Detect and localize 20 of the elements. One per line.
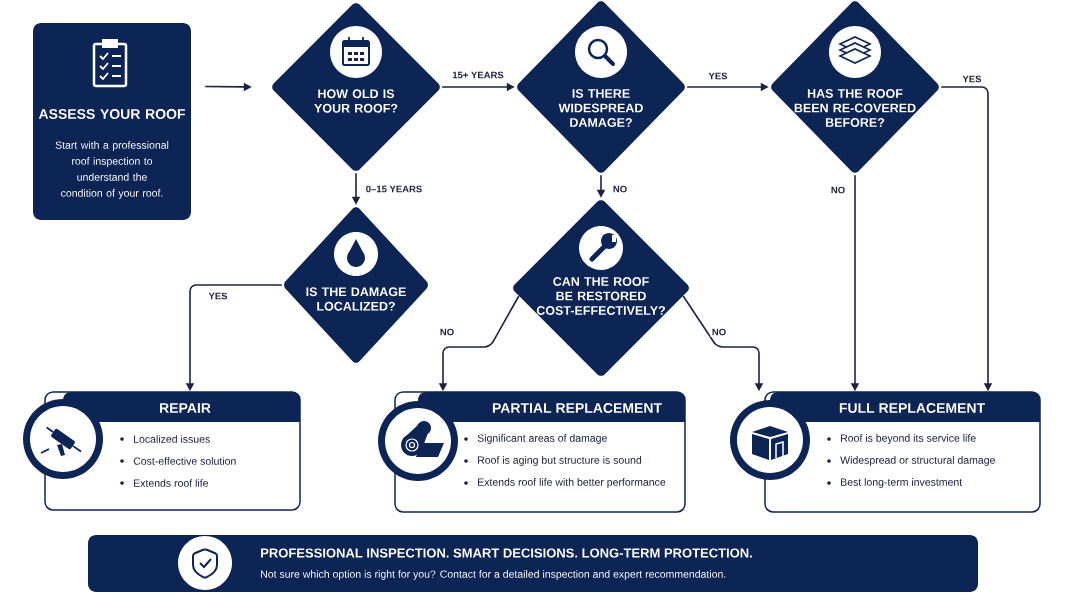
edge-label: 15+ YEARS <box>450 70 506 80</box>
bullet-item: Widespread or structural damage <box>827 456 995 466</box>
edge-label: NO <box>611 184 629 194</box>
bullet-item: Significant areas of damage <box>464 434 607 444</box>
bullet-item: Extends roof life with better performance <box>464 478 666 488</box>
bullet-item: Best long-term investment <box>827 478 963 488</box>
edge-label: NO <box>829 185 847 195</box>
bullet-item: Localized issues <box>120 435 210 443</box>
edge-label: YES <box>207 291 229 301</box>
bullet-item: Cost-effective solution <box>120 457 236 465</box>
start-box: ASSESS YOUR ROOF Start with a professional roof inspection to understand the condition of your roof. <box>33 23 191 220</box>
bullet-item: Roof is beyond its service life <box>827 434 976 444</box>
banner: PROFESSIONAL INSPECTION. SMART DECISIONS. LONG-TERM PROTECTION. Not sure which option is right for you? Contact for a detailed inspection and expert recommendation. <box>88 535 978 592</box>
edge-label: YES <box>961 74 983 84</box>
edge-label: 0–15 YEARS <box>364 184 424 194</box>
edge-label: NO <box>438 327 456 337</box>
edge-label: NO <box>710 327 728 337</box>
bullet-item: Roof is aging but structure is sound <box>464 456 642 466</box>
bullet-item: Extends roof life <box>120 479 208 487</box>
edge-label: YES <box>707 71 729 81</box>
